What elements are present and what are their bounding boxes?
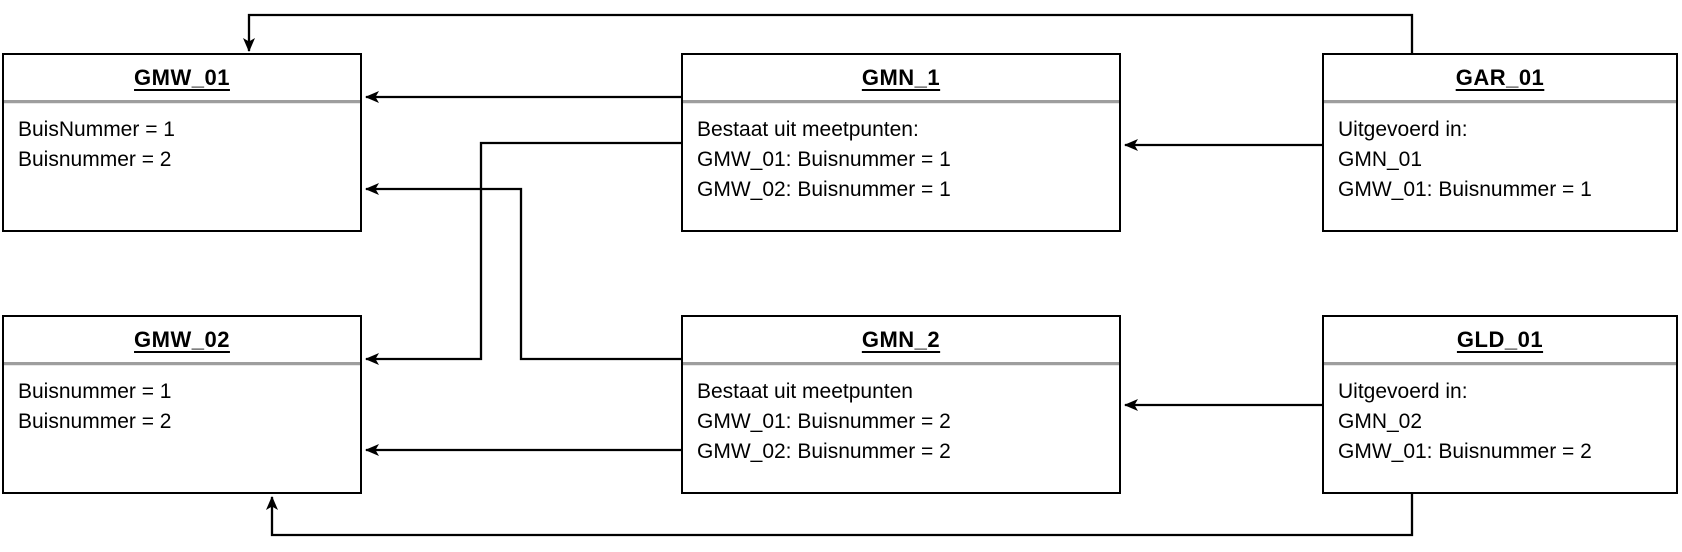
connector-gld01-to-gmw02 [266, 494, 1414, 537]
box-body-gmn-2: Bestaat uit meetpunten GMW_01: Buisnumme… [683, 365, 1119, 467]
attribute-line: GMW_01: Buisnummer = 1 [697, 148, 951, 171]
box-body-gmw-01: BuisNummer = 1 Buisnummer = 2 [4, 103, 360, 175]
attribute-line: GMN_01 [1338, 148, 1423, 171]
box-title-gmn-1: GMN_1 [683, 55, 1119, 103]
connector-gmn2-to-gmw01 [365, 183, 681, 361]
class-box-gmn-2: GMN_2 Bestaat uit meetpunten GMW_01: Bui… [681, 315, 1121, 494]
box-body-gar-01: Uitgevoerd in: GMN_01 GMW_01: Buisnummer… [1324, 103, 1676, 205]
attribute-line: Bestaat uit meetpunten: [697, 118, 919, 141]
attribute-line: GMW_01: Buisnummer = 2 [1338, 440, 1592, 463]
attribute-line: Uitgevoerd in: [1338, 118, 1468, 141]
box-title-gld-01: GLD_01 [1324, 317, 1676, 365]
attribute-line: GMW_01: Buisnummer = 1 [1338, 178, 1592, 201]
attribute-line: BuisNummer = 1 [18, 118, 175, 141]
connector-gar01-to-gmw01 [243, 13, 1414, 53]
box-title-gar-01: GAR_01 [1324, 55, 1676, 103]
class-box-gld-01: GLD_01 Uitgevoerd in: GMN_02 GMW_01: Bui… [1322, 315, 1678, 494]
class-box-gmw-01: GMW_01 BuisNummer = 1 Buisnummer = 2 [2, 53, 362, 232]
box-title-gmn-2: GMN_2 [683, 317, 1119, 365]
attribute-line: Buisnummer = 2 [18, 148, 172, 171]
attribute-line: GMW_02: Buisnummer = 2 [697, 440, 951, 463]
attribute-line: Bestaat uit meetpunten [697, 380, 913, 403]
attribute-line: GMW_01: Buisnummer = 2 [697, 410, 951, 433]
attribute-line: Buisnummer = 1 [18, 380, 172, 403]
class-box-gmn-1: GMN_1 Bestaat uit meetpunten: GMW_01: Bu… [681, 53, 1121, 232]
box-body-gmn-1: Bestaat uit meetpunten: GMW_01: Buisnumm… [683, 103, 1119, 205]
box-body-gmw-02: Buisnummer = 1 Buisnummer = 2 [4, 365, 360, 437]
connector-gmn1-to-gmw02 [365, 141, 681, 365]
box-title-gmw-02: GMW_02 [4, 317, 360, 365]
class-box-gar-01: GAR_01 Uitgevoerd in: GMN_01 GMW_01: Bui… [1322, 53, 1678, 232]
box-body-gld-01: Uitgevoerd in: GMN_02 GMW_01: Buisnummer… [1324, 365, 1676, 467]
box-title-gmw-01: GMW_01 [4, 55, 360, 103]
class-box-gmw-02: GMW_02 Buisnummer = 1 Buisnummer = 2 [2, 315, 362, 494]
attribute-line: GMN_02 [1338, 410, 1423, 433]
attribute-line: Buisnummer = 2 [18, 410, 172, 433]
attribute-line: GMW_02: Buisnummer = 1 [697, 178, 951, 201]
attribute-line: Uitgevoerd in: [1338, 380, 1468, 403]
